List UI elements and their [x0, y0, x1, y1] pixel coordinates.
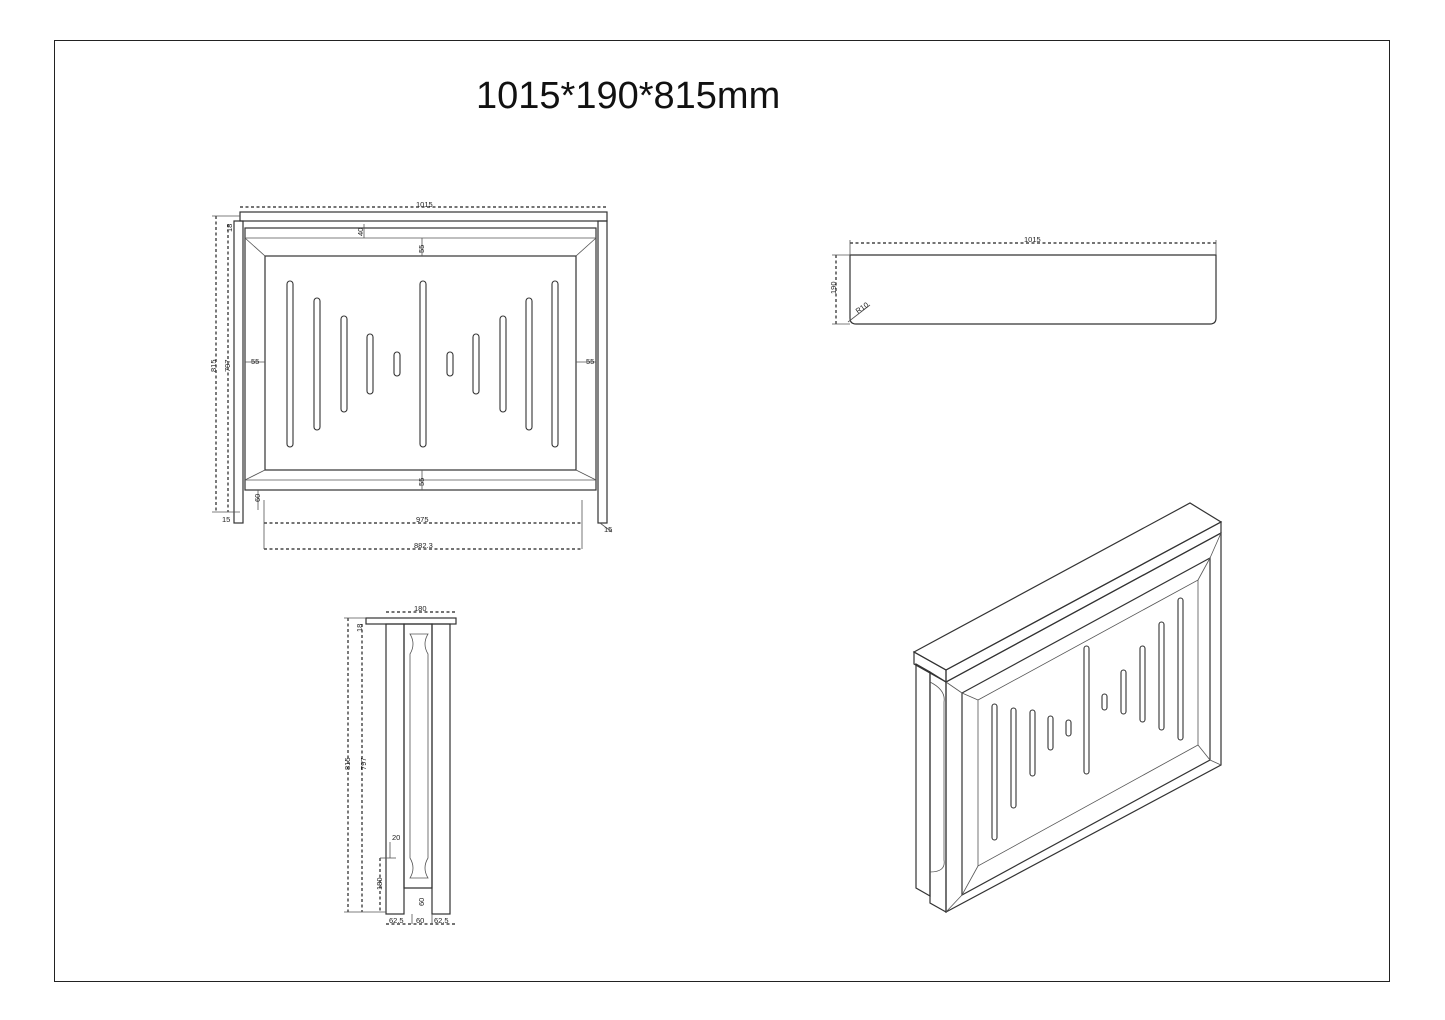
dim-side-62b: 62.5: [434, 916, 449, 925]
dim-top-190: 190: [829, 281, 838, 294]
dim-front-55-right: 55: [586, 357, 594, 366]
dim-front-60: 60: [253, 494, 262, 502]
top-view-outline: [849, 254, 1217, 325]
dim-side-60v: 60: [417, 898, 426, 906]
dim-front-797: 797: [223, 359, 232, 372]
dim-front-55-bottom: 55: [417, 478, 426, 486]
dim-front-40: 40: [356, 228, 365, 236]
iso-left-side: [915, 662, 931, 898]
dim-side-20: 20: [392, 833, 400, 842]
side-body: [403, 623, 433, 889]
dim-front-18: 18: [225, 224, 234, 232]
front-outer-frame: [244, 227, 597, 491]
dim-front-975: 975: [416, 515, 429, 524]
front-inner-panel: [264, 255, 577, 471]
front-right-leg: [597, 220, 608, 524]
side-front-leg: [385, 623, 405, 915]
dim-side-60: 60: [416, 916, 424, 925]
side-cutout: [409, 633, 429, 879]
side-back-leg: [431, 623, 451, 915]
dim-front-15: 15: [222, 515, 230, 524]
dim-side-18: 18: [355, 624, 364, 632]
dim-front-55-top: 55: [417, 245, 426, 253]
dim-side-797: 797: [359, 757, 368, 770]
side-top-board: [365, 617, 457, 625]
front-top-board: [239, 211, 608, 222]
dim-side-180b: 180: [375, 877, 384, 890]
dim-side-815: 815: [343, 757, 352, 770]
iso-top-surface: [912, 502, 1223, 671]
front-view: 1015 18 40 55 55 55 55 815 797 60 15 975…: [209, 200, 612, 550]
dim-side-62a: 62.5: [389, 916, 404, 925]
isometric-view: [912, 502, 1223, 914]
dim-front-1015: 1015: [416, 200, 433, 209]
dim-top-r10: R10: [854, 300, 870, 315]
dim-front-882: 882.3: [414, 541, 433, 550]
dimensions-title: 1015*190*815mm: [476, 75, 781, 117]
drawing-frame: [54, 40, 1390, 982]
dim-top-1015: 1015: [1024, 235, 1041, 244]
front-left-leg: [233, 220, 244, 524]
side-view: 180 18 815 797 20 180 60 62.5 60 62.5: [343, 604, 457, 925]
dim-side-180: 180: [414, 604, 427, 613]
dim-front-815: 815: [209, 359, 218, 372]
dim-front-55-left: 55: [251, 357, 259, 366]
top-view: 1015 190 R10: [829, 235, 1217, 325]
